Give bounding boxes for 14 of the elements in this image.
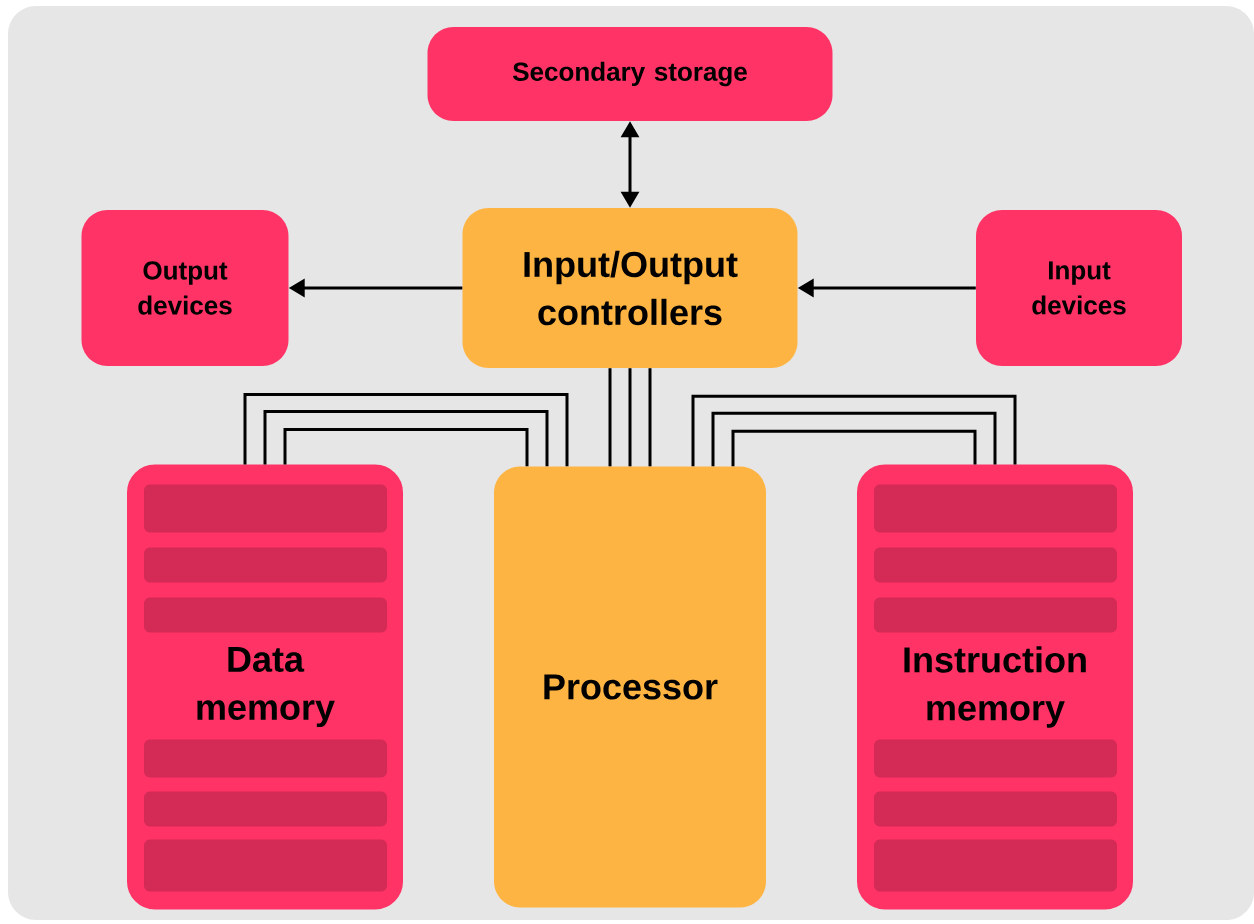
process-box: Secondary storage [427, 27, 833, 121]
bus-line [243, 393, 569, 467]
process-box: Input devices [976, 210, 1182, 366]
bus-line [731, 429, 977, 467]
bus-line [648, 368, 652, 467]
bus-line [283, 428, 529, 467]
bus-line [628, 368, 632, 467]
bus-line [608, 368, 612, 467]
process-box: Processor [494, 466, 766, 908]
bus-line [711, 411, 997, 467]
bus-line [691, 394, 1017, 467]
process-box: Output devices [81, 210, 289, 366]
bus-line [263, 410, 549, 467]
process-box: Input/Output controllers [462, 208, 798, 368]
